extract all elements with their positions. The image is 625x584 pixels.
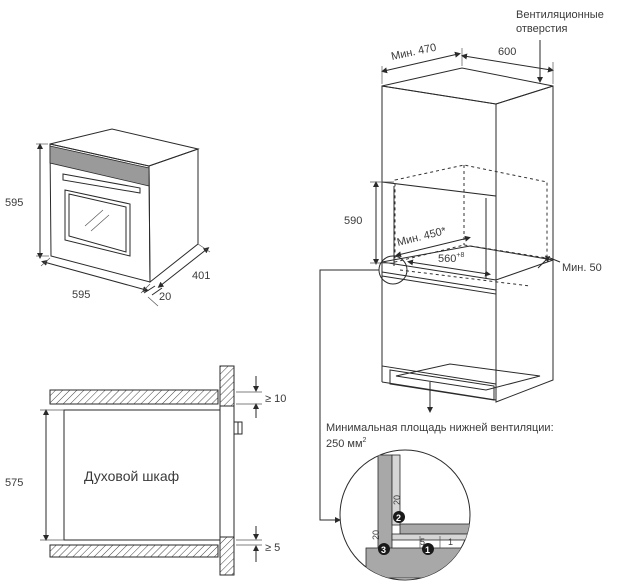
detail-dim-a: 20	[392, 495, 402, 505]
detail-dim-b: 20	[371, 530, 381, 540]
cabinet-3d-view: Вентиляционные отверстия Мин. 470 600 59…	[319, 9, 604, 523]
oven-width-label: 595	[72, 289, 90, 301]
bottom-vent-sup: 2	[363, 437, 367, 444]
oven-3d-view: 595 595 401 20	[5, 128, 210, 307]
gap-top-label: ≥ 10	[265, 393, 286, 405]
niche-width-value: 560	[438, 253, 456, 265]
oven-depth-label: 401	[192, 270, 210, 282]
niche-width-tolerance: +8	[456, 252, 464, 259]
bottom-vent-line2: 250 мм2	[326, 437, 367, 450]
detail-dim-d: 1	[448, 537, 453, 547]
bottom-vent-line1: Минимальная площадь нижней вентиляции:	[326, 422, 554, 434]
detail-marker-1: 1	[425, 545, 430, 555]
oven-door-label: 20	[159, 291, 171, 303]
section-view: Духовой шкаф 575 ≥ 10 ≥ 5	[5, 365, 286, 576]
detail-dim-c: 5	[420, 537, 425, 547]
detail-marker-3: 3	[381, 545, 386, 555]
min-depth-label: Мин. 470	[390, 42, 437, 63]
oven-height-label: 595	[5, 197, 23, 209]
niche-width-label: 560+8	[438, 252, 464, 265]
gap-bottom-label: ≥ 5	[265, 542, 280, 554]
bottom-vent-value: 250 мм	[326, 438, 363, 450]
detail-marker-2: 2	[396, 513, 401, 523]
vent-label-line2: отверстия	[516, 23, 568, 35]
min-gap-label: Мин. 50	[562, 262, 602, 274]
detail-view: 20 20 5 1 2 3 1	[339, 449, 471, 581]
section-height-label: 575	[5, 477, 23, 489]
cabinet-label: Духовой шкаф	[84, 468, 179, 484]
vent-label-line1: Вентиляционные	[516, 9, 604, 21]
depth-label: 600	[498, 46, 516, 58]
niche-height-label: 590	[344, 215, 362, 227]
niche-depth-label: Мин. 450*	[396, 225, 448, 249]
